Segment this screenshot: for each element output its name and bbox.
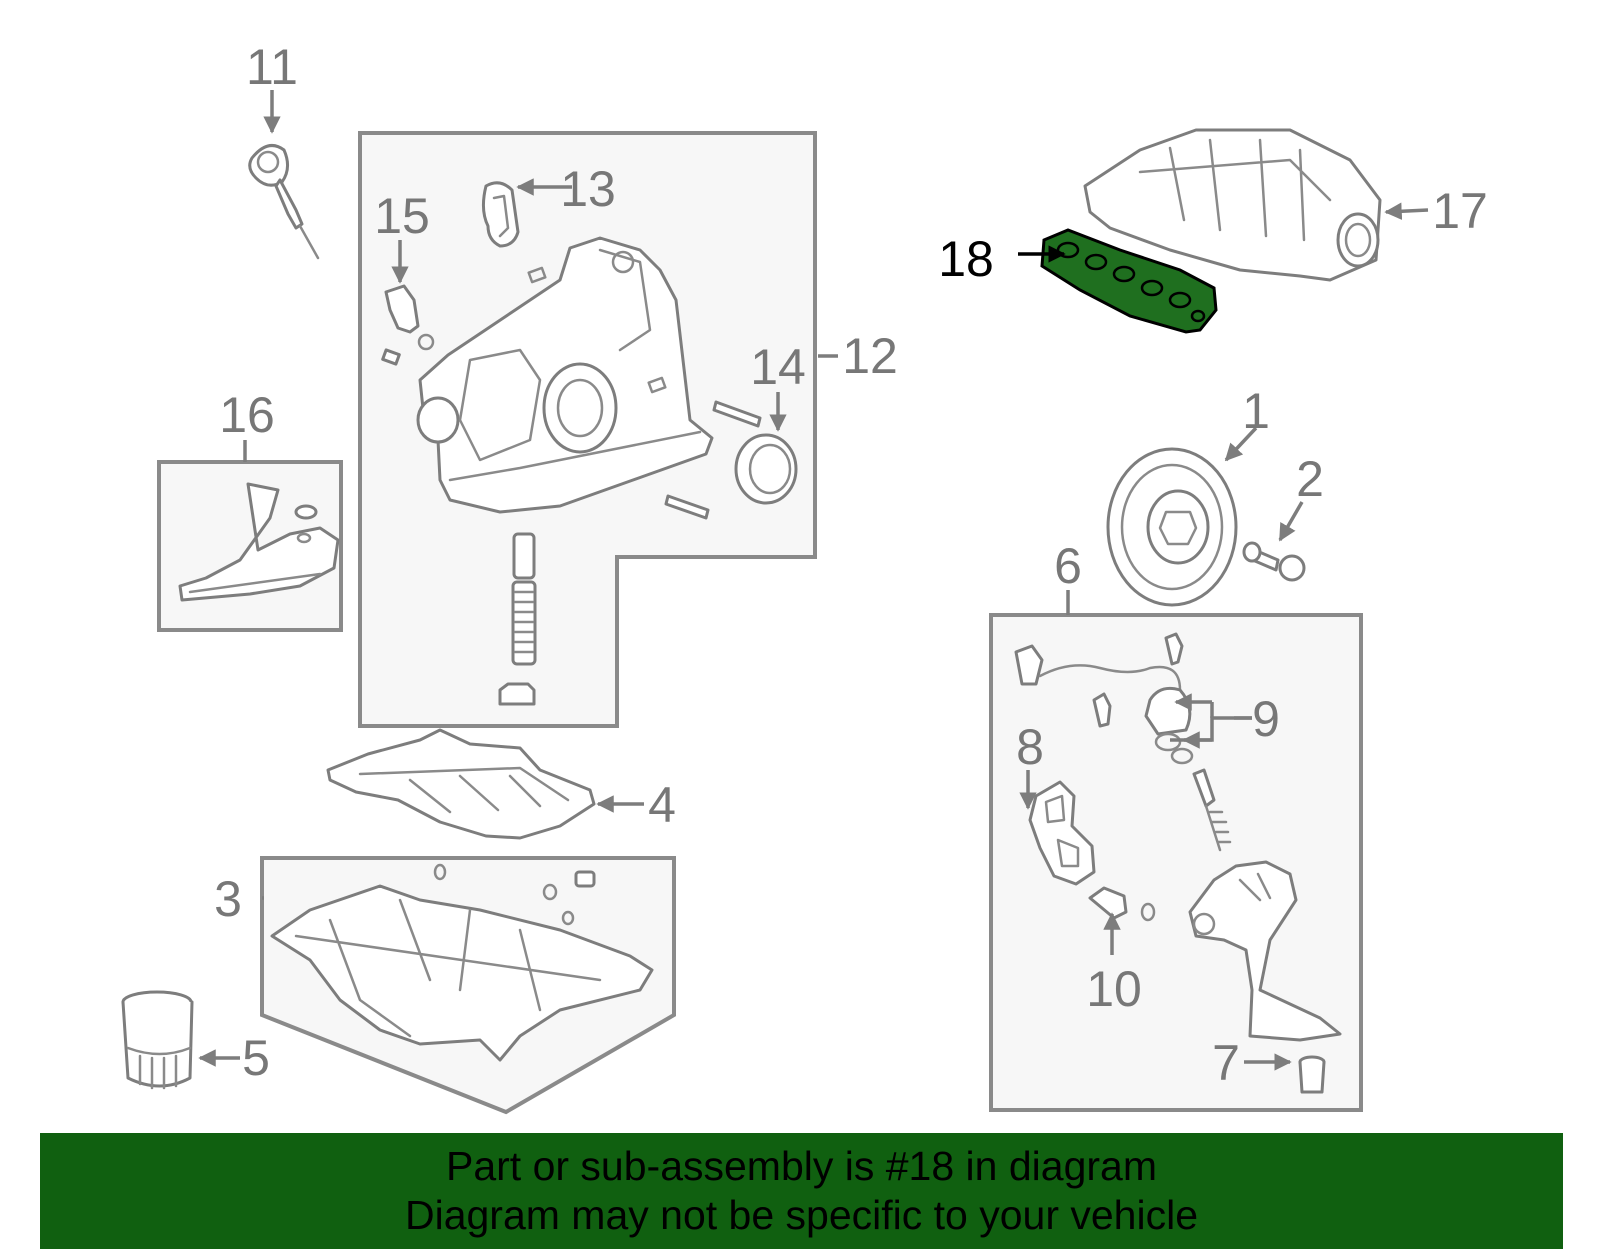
dowel-pins	[381, 348, 762, 520]
info-banner: Part or sub-assembly is #18 in diagram D…	[40, 1133, 1563, 1249]
callout-9: 9	[1252, 691, 1280, 747]
intake-manifold-gasket-part	[1040, 228, 1218, 334]
relief-valve-part	[498, 532, 537, 706]
parts-diagram: 1 2 3 4 5 6 7 8 9 10 11 12 13 14 15 16 1…	[121, 39, 1488, 1115]
banner-line-1: Part or sub-assembly is #18 in diagram	[446, 1143, 1157, 1189]
callout-11: 11	[246, 39, 298, 95]
callout-18: 18	[938, 231, 994, 287]
oil-seal-part	[734, 433, 798, 505]
oil-filter-part	[121, 990, 194, 1090]
callout-12: 12	[842, 328, 898, 384]
intake-manifold-part	[1083, 128, 1382, 282]
callout-3: 3	[214, 871, 242, 927]
check-valve-part	[1298, 1055, 1326, 1094]
callout-10: 10	[1086, 961, 1142, 1017]
leader-lines	[198, 90, 1429, 1071]
callout-13: 13	[560, 161, 616, 217]
callout-17: 17	[1432, 183, 1488, 239]
oil-pressure-switch-part	[384, 284, 435, 351]
baffle-plate-part	[326, 728, 596, 840]
callout-6: 6	[1054, 538, 1082, 594]
crankshaft-pulley-part	[1106, 447, 1238, 607]
callout-5: 5	[242, 1030, 270, 1086]
oil-pan-part	[270, 863, 654, 1062]
callout-2: 2	[1296, 451, 1324, 507]
callout-1: 1	[1242, 383, 1270, 439]
o-ring-13-part	[481, 181, 520, 248]
dipstick-part	[248, 144, 320, 260]
callout-15: 15	[374, 188, 430, 244]
pulley-bolt-part	[1242, 541, 1306, 582]
callout-14: 14	[750, 339, 806, 395]
banner-line-2: Diagram may not be specific to your vehi…	[404, 1192, 1198, 1238]
strainer-part	[178, 482, 340, 602]
callout-16: 16	[219, 387, 275, 443]
callout-labels: 1 2 3 4 5 6 7 8 9 10 11 12 13 14 15 16 1…	[214, 39, 1488, 1091]
callout-7: 7	[1212, 1035, 1240, 1091]
callout-8: 8	[1016, 719, 1044, 775]
callout-4: 4	[648, 777, 676, 833]
oil-pump-part	[416, 236, 714, 514]
vtc-gasket-part	[1028, 780, 1096, 886]
oil-jet-part	[1188, 860, 1342, 1042]
